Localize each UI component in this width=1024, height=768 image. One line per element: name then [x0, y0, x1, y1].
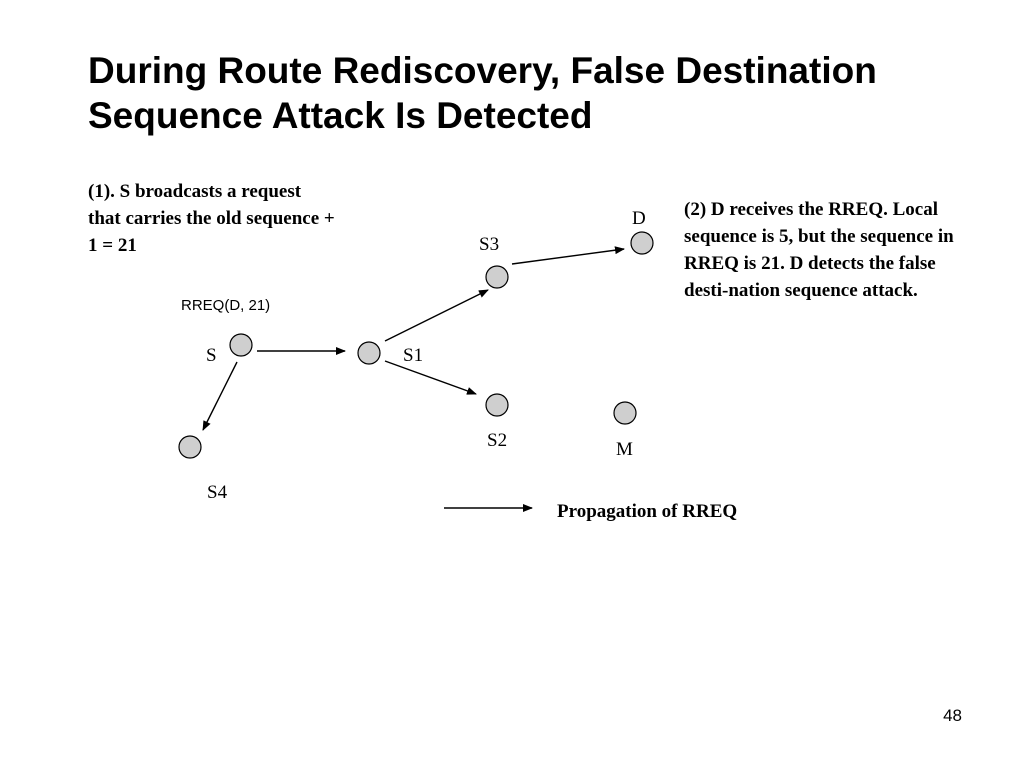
legend-label: Propagation of RREQ — [557, 501, 738, 522]
node-s4 — [178, 435, 202, 459]
label-s2: S2 — [487, 430, 507, 451]
node-s3 — [485, 265, 509, 289]
node-s — [229, 333, 253, 357]
label-d: D — [632, 208, 646, 229]
node-s1 — [357, 341, 381, 365]
node-d — [630, 231, 654, 255]
edge-s1-to-s2 — [384, 360, 477, 395]
label-m: M — [616, 439, 633, 460]
label-s: S — [206, 345, 217, 366]
edge-s3-to-d — [511, 246, 625, 265]
label-s1: S1 — [403, 345, 423, 366]
slide-title: During Route Rediscovery, False Destinat… — [88, 50, 877, 136]
label-s4: S4 — [207, 482, 228, 503]
step-2-note: (2) D receives the RREQ. Local sequence … — [684, 199, 954, 301]
edge-s-to-s4 — [202, 361, 238, 431]
rreq-message-label: RREQ(D, 21) — [181, 297, 270, 314]
edge-s1-to-s3 — [384, 289, 489, 342]
node-m — [613, 401, 637, 425]
label-s3: S3 — [479, 234, 499, 255]
step-1-note: (1). S broadcasts a request that carries… — [88, 181, 335, 256]
page-number: 48 — [943, 706, 962, 725]
node-s2 — [485, 393, 509, 417]
